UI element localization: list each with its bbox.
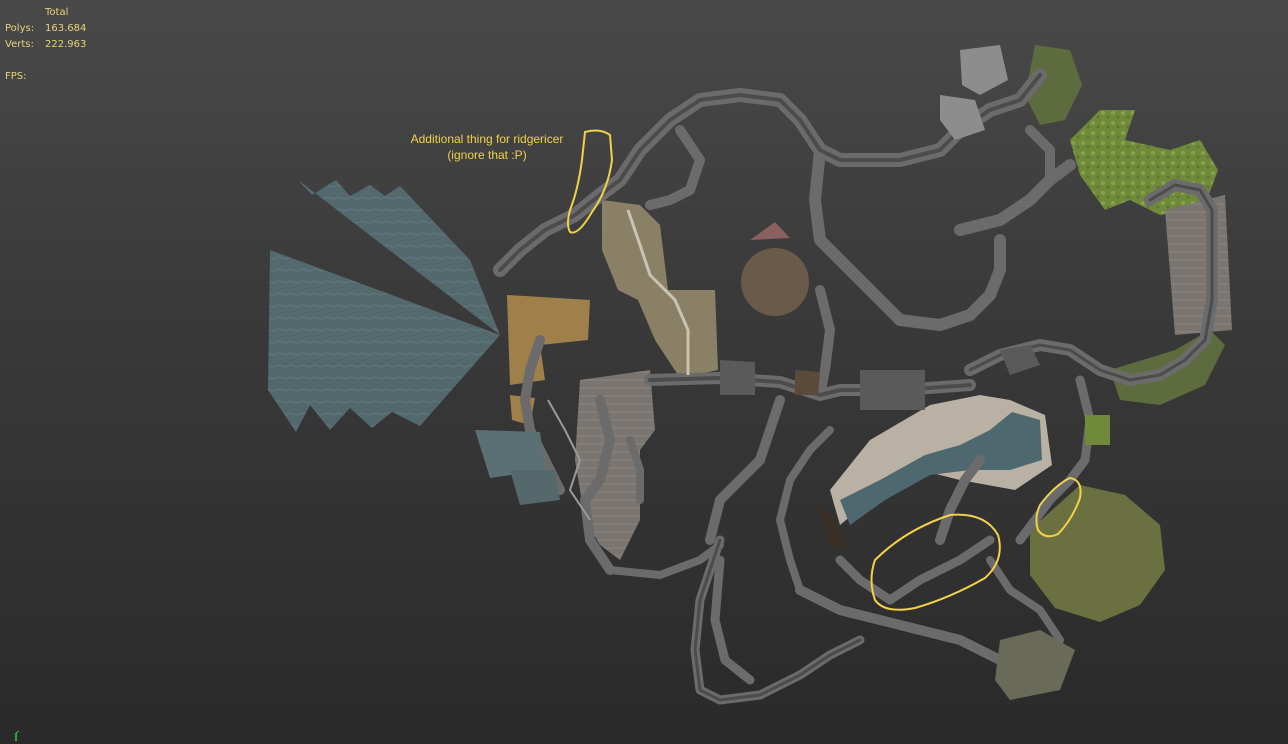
polys-value: 163.684 xyxy=(45,23,87,34)
polys-label: Polys: xyxy=(5,23,35,34)
stats-verts-row: Verts: 222.963 xyxy=(5,37,86,53)
highlight-circle-right xyxy=(1035,476,1082,538)
stats-header: Total xyxy=(45,7,69,18)
tile-district xyxy=(575,370,655,560)
grass-patch-right xyxy=(1070,110,1218,215)
highlight-circles xyxy=(567,129,1082,611)
highlight-circle-mid xyxy=(870,513,1001,611)
rock-dome xyxy=(741,248,809,316)
stats-polys-row: Polys: 163.684 xyxy=(5,21,86,37)
axis-gizmo-icon xyxy=(15,730,20,741)
annotation-text: Additional thing for ridgericer (ignore … xyxy=(394,131,580,163)
race-track-line-2 xyxy=(547,399,591,521)
lake-water xyxy=(840,412,1042,525)
race-track-line xyxy=(626,209,690,375)
highlight-circle-ridgeracer xyxy=(567,129,614,234)
stats-fps-row: FPS: xyxy=(5,69,86,85)
orange-block xyxy=(507,295,590,385)
viewport-stats-overlay: Total Polys: 163.684 Verts: 222.963 FPS: xyxy=(5,5,86,85)
verts-value: 222.963 xyxy=(45,39,87,50)
tile-strip-right xyxy=(1165,195,1232,335)
grass-hill-top xyxy=(1025,45,1082,125)
fps-label: FPS: xyxy=(5,71,27,82)
water-plane xyxy=(268,180,500,432)
rock-dome-roof xyxy=(750,222,790,240)
annotation-line-2: (ignore that :P) xyxy=(447,148,527,162)
annotation-line-1: Additional thing for ridgericer xyxy=(410,132,564,146)
building-blocks xyxy=(475,45,1110,700)
sand-district xyxy=(602,200,718,378)
verts-label: Verts: xyxy=(5,39,34,50)
grass-hill-bottom xyxy=(1030,485,1165,622)
dark-shore xyxy=(815,500,850,550)
